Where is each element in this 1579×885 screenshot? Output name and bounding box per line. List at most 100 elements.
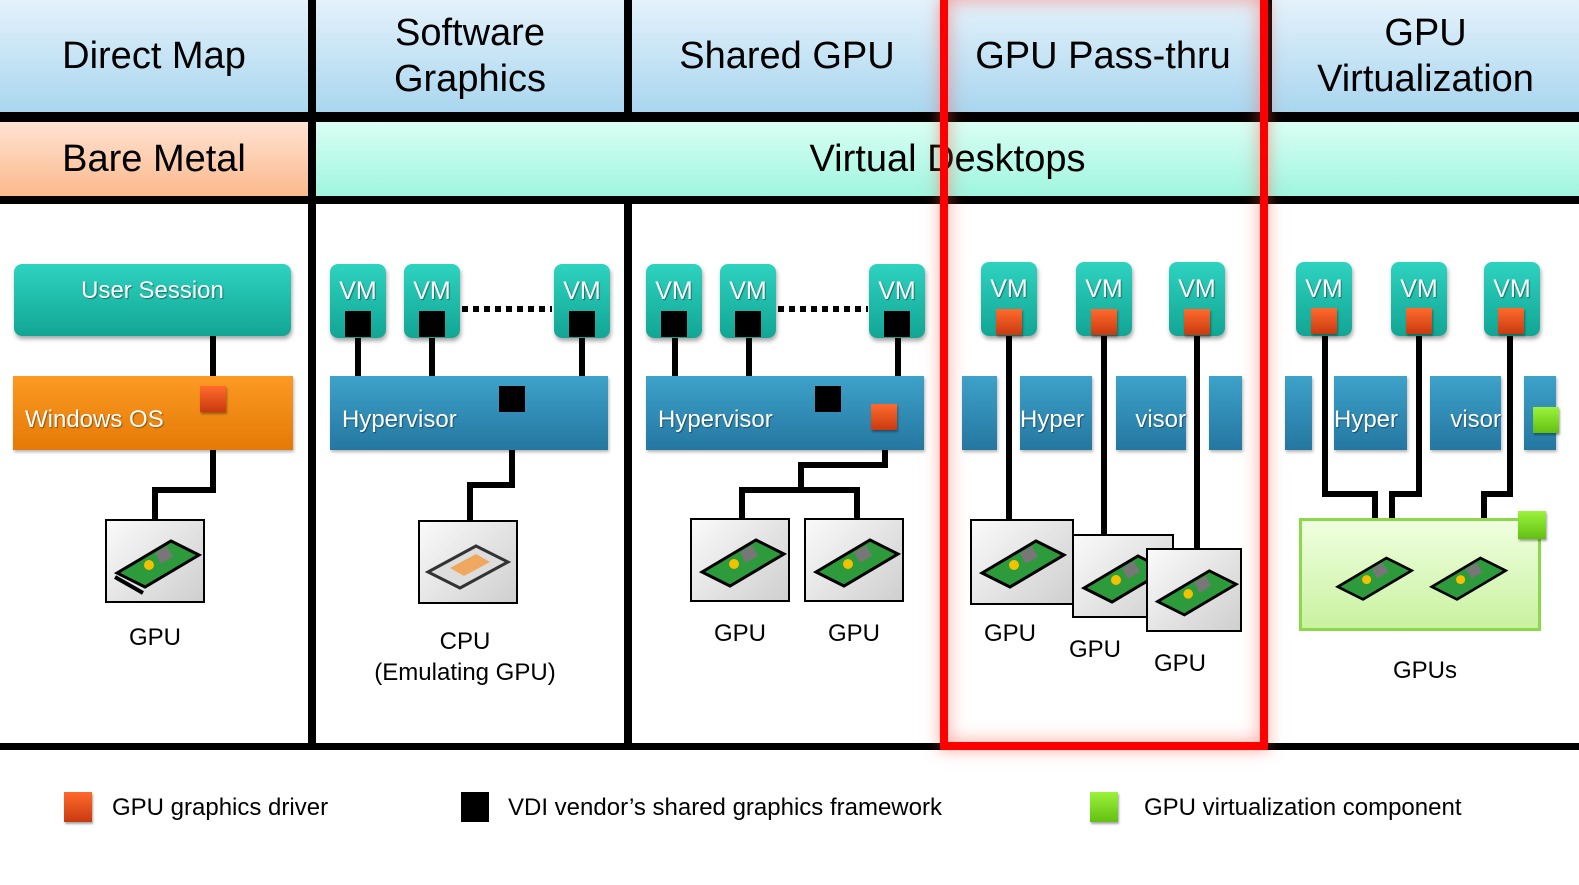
cpu-label-line: (Emulating GPU): [374, 659, 556, 686]
header-label: GPU Pass-thru: [975, 35, 1231, 77]
gpu-driver-icon: [1311, 308, 1337, 334]
legend-label: VDI vendor’s shared graphics framework: [508, 794, 942, 821]
gpu-card-icon: [804, 518, 904, 602]
bare-metal-band: Bare Metal: [0, 122, 308, 196]
graphics-card-icon: [1154, 569, 1240, 617]
divider: [624, 0, 632, 122]
cpu-label: CPU (Emulating GPU): [340, 626, 590, 688]
gpu-driver-icon: [1184, 309, 1210, 335]
gpu-card-icon: [690, 518, 790, 602]
divider: [0, 196, 1579, 204]
legend-swatch-gpu-driver: [64, 792, 92, 822]
user-session-label: User Session: [81, 277, 224, 304]
cpu-chip-icon: [424, 544, 512, 590]
gpu-driver-icon: [200, 386, 226, 412]
header-label: Direct Map: [62, 35, 246, 77]
header-shared-gpu: Shared GPU: [632, 0, 942, 112]
vm-label: VM: [1305, 275, 1343, 303]
hypervisor-segment: Hyper: [1020, 376, 1092, 450]
gpu-driver-icon: [996, 309, 1022, 335]
shared-framework-icon: [345, 311, 371, 337]
hypervisor-segment: [962, 376, 997, 450]
graphics-card-icon: [698, 538, 788, 588]
shared-framework-icon: [815, 386, 841, 412]
vm-label: VM: [1400, 275, 1438, 303]
gpu-label: GPU: [713, 620, 766, 647]
legend-swatch-gpu-virtualization: [1090, 792, 1118, 822]
vm-label: VM: [1493, 275, 1531, 303]
vm-label: VM: [655, 277, 693, 305]
shared-framework-icon: [419, 311, 445, 337]
divider: [1264, 0, 1272, 122]
vm-label: VM: [563, 277, 601, 305]
cpu-label-line: CPU: [439, 628, 491, 655]
gpu-virtualization-component-icon: [1533, 407, 1559, 433]
hypervisor-segment: [1209, 376, 1242, 450]
gpu-driver-icon: [871, 404, 897, 430]
graphics-card-icon: [113, 539, 203, 595]
divider: [0, 112, 1579, 122]
hypervisor-label: Hypervisor: [658, 406, 773, 433]
header-gpu-pass-thru: GPU Pass-thru: [942, 0, 1264, 112]
vm-box: VM: [646, 264, 702, 338]
shared-framework-icon: [499, 386, 525, 412]
header-label: Software: [395, 12, 545, 54]
legend-swatch-shared-framework: [461, 792, 489, 822]
user-session-box: User Session: [14, 264, 291, 336]
hypervisor-label: visor: [1135, 406, 1186, 433]
header-label: Shared GPU: [679, 35, 895, 77]
gpu-card-icon: [970, 519, 1074, 605]
vm-label: VM: [990, 275, 1028, 303]
hypervisor-label: Hypervisor: [342, 406, 457, 433]
legend-label: GPU graphics driver: [112, 794, 329, 821]
graphics-card-icon: [1334, 556, 1415, 601]
divider: [308, 0, 316, 750]
graphics-card-icon: [812, 538, 902, 588]
hypervisor-segment: [1285, 376, 1312, 450]
cpu-card-icon: [418, 520, 518, 604]
gpu-label: GPU: [1068, 636, 1121, 663]
hypervisor-segment: visor: [1116, 376, 1186, 450]
shared-framework-icon: [884, 311, 910, 337]
shared-framework-icon: [569, 311, 595, 337]
gpu-driver-icon: [1406, 308, 1432, 334]
gpu-label: GPU: [983, 620, 1036, 647]
legend-label: GPU virtualization component: [1144, 794, 1462, 821]
graphics-card-icon: [1428, 556, 1509, 601]
shared-framework-icon: [661, 311, 687, 337]
header-label: Graphics: [393, 58, 547, 100]
header-label: GPU: [1384, 12, 1467, 54]
vm-label: VM: [1178, 275, 1216, 303]
windows-os-label: Windows OS: [25, 406, 164, 433]
header-direct-map: Direct Map: [0, 0, 308, 112]
hypervisor-label: visor: [1450, 406, 1501, 433]
hypervisor-label: Hyper: [1334, 406, 1399, 433]
graphics-card-icon: [978, 539, 1068, 589]
gpu-label: GPU: [827, 620, 880, 647]
vm-box: VM: [330, 264, 386, 338]
gpu-card-icon: [1146, 548, 1242, 632]
hypervisor-segment: visor: [1430, 376, 1501, 450]
hypervisor-box: Hypervisor: [330, 376, 608, 450]
vm-label: VM: [1085, 275, 1123, 303]
header-label: Virtualization: [1317, 58, 1534, 100]
vm-label: VM: [878, 277, 916, 305]
vm-label: VM: [729, 277, 767, 305]
gpu-virtualization-component-icon: [1518, 511, 1546, 539]
gpu-driver-icon: [1091, 309, 1117, 335]
gpu-driver-icon: [1498, 308, 1524, 334]
gpu-label: GPU: [128, 624, 181, 651]
hypervisor-segment: Hyper: [1334, 376, 1407, 450]
hypervisor-label: Hyper: [1020, 406, 1085, 433]
vm-label: VM: [413, 277, 451, 305]
vm-label: VM: [339, 277, 377, 305]
windows-os-box: Windows OS: [13, 376, 293, 450]
divider: [0, 743, 1579, 750]
gpu-card-icon: [105, 519, 205, 603]
gpus-label: GPUs: [1392, 657, 1457, 684]
shared-framework-icon: [735, 311, 761, 337]
wire: [739, 487, 860, 520]
bare-metal-label: Bare Metal: [62, 137, 246, 180]
